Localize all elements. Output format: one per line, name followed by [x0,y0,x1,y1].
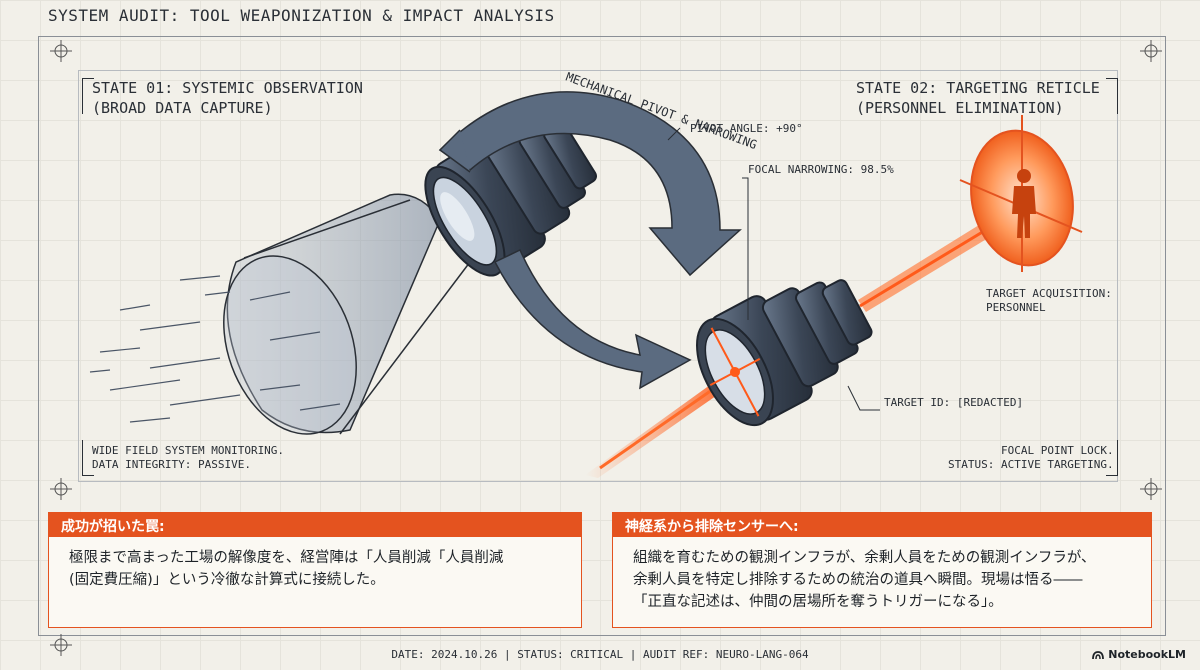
observation-cone [223,193,471,435]
bracket-corner [82,78,94,114]
state1-title: STATE 01: SYSTEMIC OBSERVATION (BROAD DA… [92,79,363,117]
bracket-corner [1106,78,1118,114]
target-acquisition-label: TARGET ACQUISITION: PERSONNEL [986,287,1112,314]
focal-narrowing-label: FOCAL NARROWING: 98.5% [748,163,894,176]
state2-caption: FOCAL POINT LOCK. STATUS: ACTIVE TARGETI… [948,444,1114,471]
target-id-label: TARGET ID: [REDACTED] [884,396,1024,409]
registration-mark-icon [50,634,72,656]
brand-logo: NotebookLM [1092,648,1186,661]
panel-right-body: 組織を育むための観測インフラが、余剰人員をための観測インフラが、 余剰人員を特定… [633,550,1096,610]
lens-targeting [696,279,873,427]
bracket-corner [82,440,94,476]
personnel-figure-icon [1012,169,1036,238]
outer-frame [38,36,1166,636]
pivot-angle-label: PIVOT ANGLE: +90° [690,122,803,135]
state1-caption: WIDE FIELD SYSTEM MONITORING. DATA INTEG… [92,444,285,471]
panel-left: 成功が招いた罠: 極限まで高まった工場の解像度を、経営陣は「人員削減「人員削減 … [48,512,582,628]
brand-name: NotebookLM [1108,648,1186,661]
notebooklm-icon [1092,650,1105,659]
footer-status: DATE: 2024.10.26 | STATUS: CRITICAL | AU… [391,648,809,661]
lens-illustration: MECHANICAL PIVOT & NARROWING [89,70,1083,478]
panel-left-body: 極限まで高まった工場の解像度を、経営陣は「人員削減「人員削減 (固定費圧縮)」と… [69,550,504,588]
registration-mark-icon [1140,478,1162,500]
inner-frame [78,70,1118,482]
panel-right-heading: 神経系から排除センサーへ: [613,513,1151,537]
leader-lines [667,127,880,411]
registration-mark-icon [50,40,72,62]
lens-observation [424,121,597,277]
registration-mark-icon [50,478,72,500]
page-title: SYSTEM AUDIT: TOOL WEAPONIZATION & IMPAC… [48,6,555,25]
bracket-corner [1106,440,1118,476]
panel-right: 神経系から排除センサーへ: 組織を育むための観測インフラが、余剰人員をための観測… [612,512,1152,628]
panel-left-heading: 成功が招いた罠: [49,513,581,537]
state2-title: STATE 02: TARGETING RETICLE (PERSONNEL E… [856,79,1100,117]
pivot-arrow [438,91,742,390]
data-noise [89,275,341,423]
registration-mark-icon [1140,40,1162,62]
